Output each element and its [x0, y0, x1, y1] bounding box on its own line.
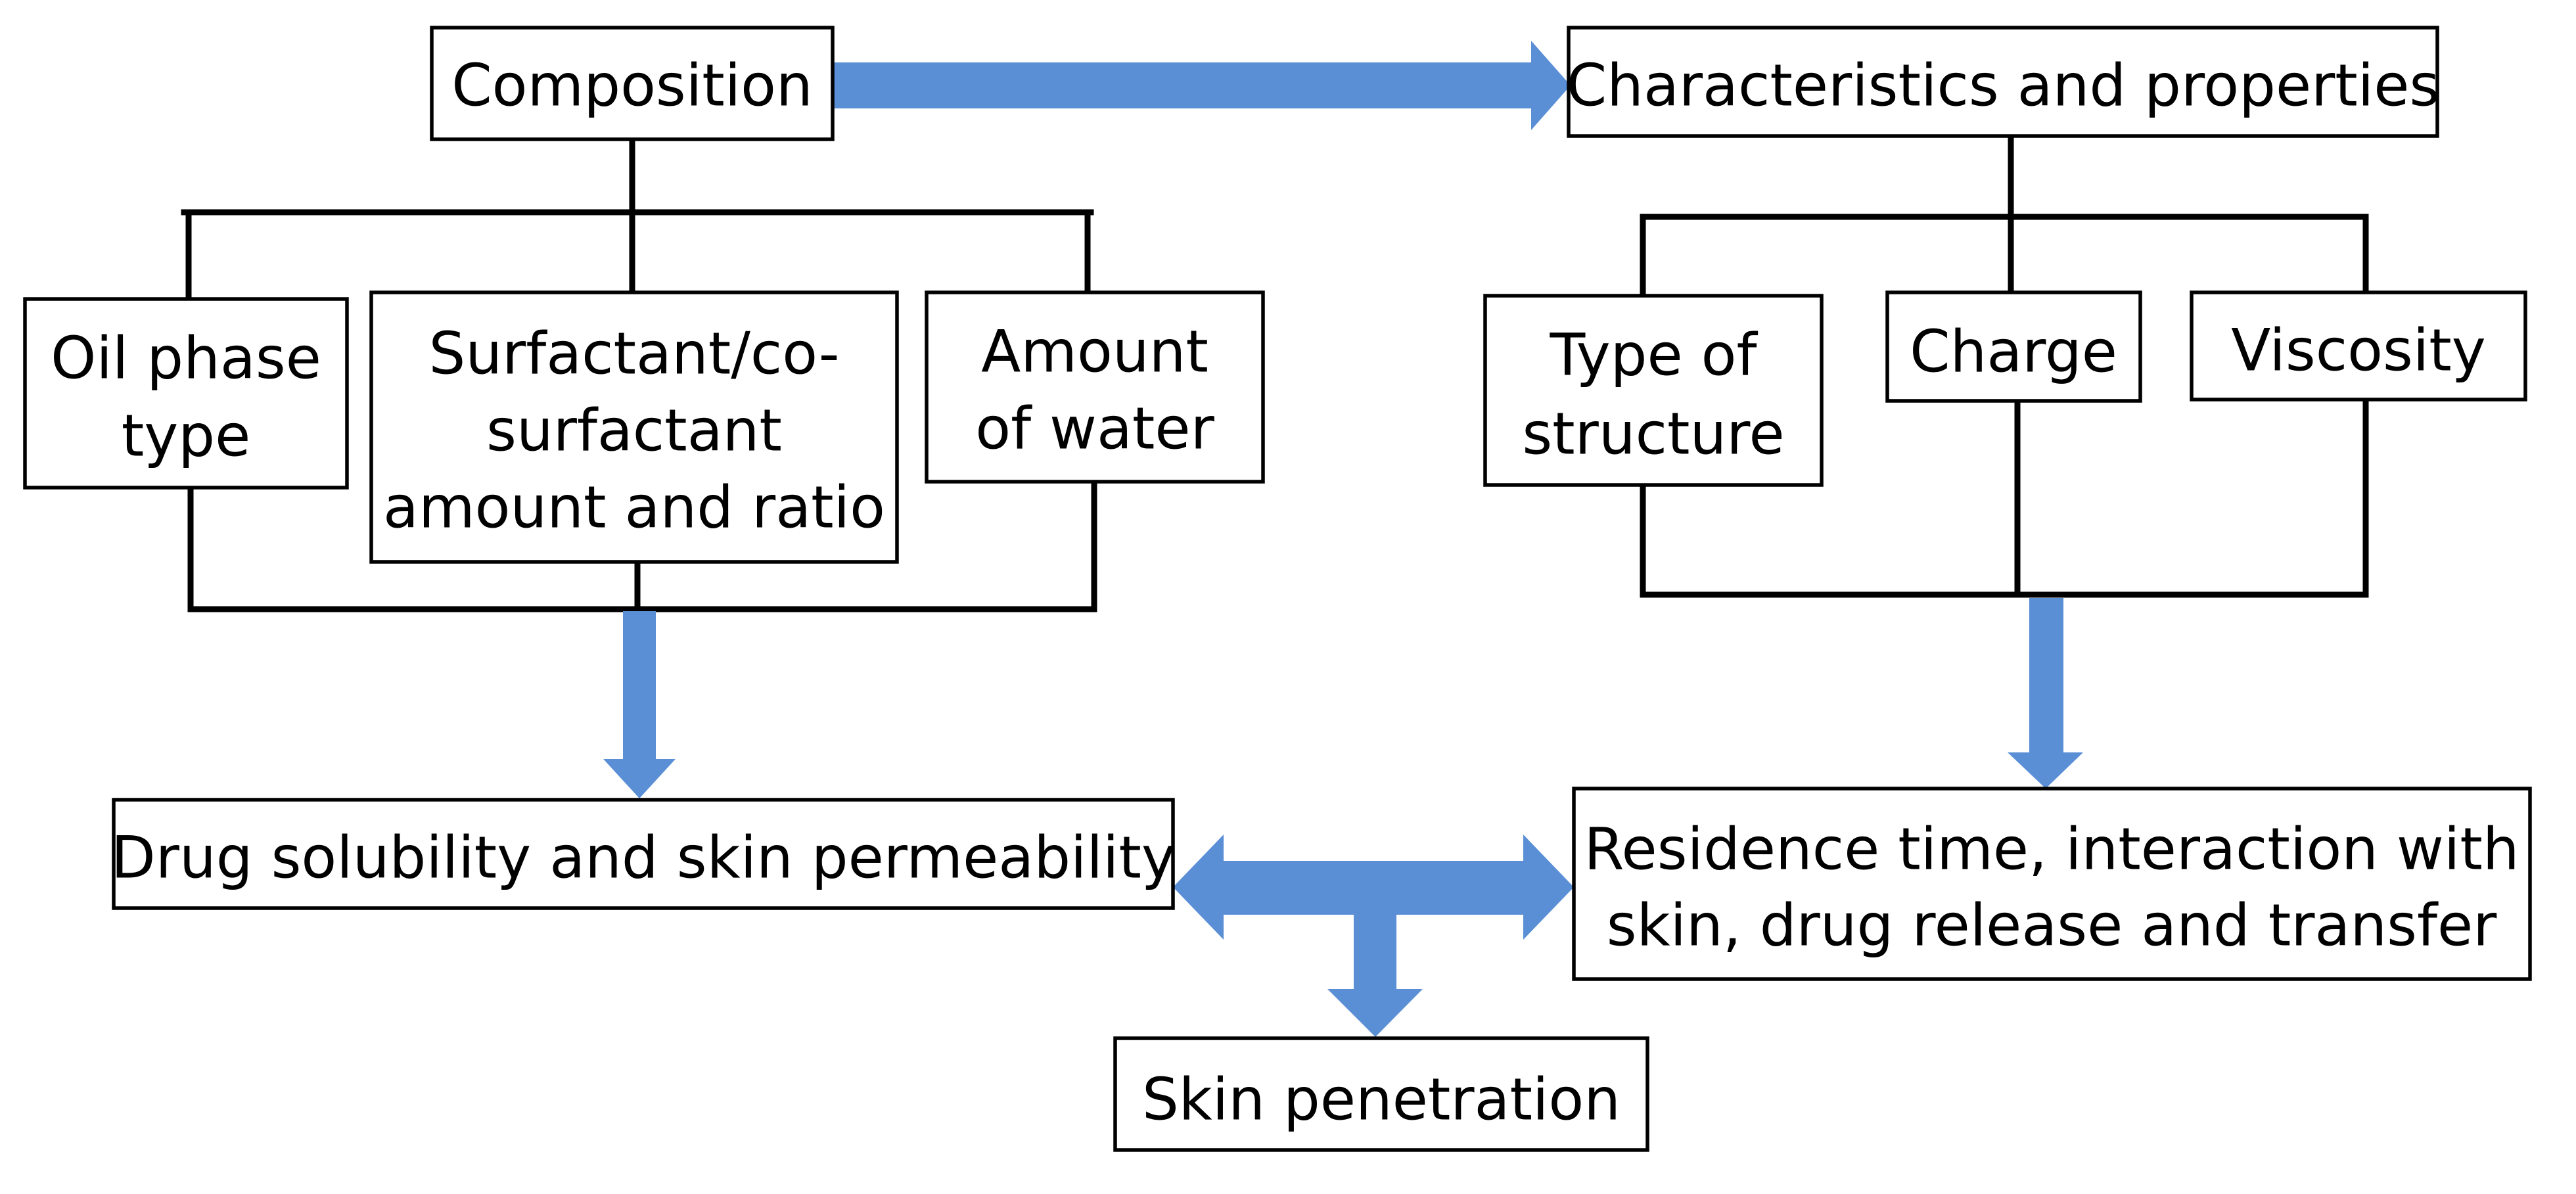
composition-connectors [181, 136, 1097, 612]
viscosity-label: Viscosity [2231, 317, 2486, 384]
characteristics-label: Characteristics and properties [1567, 52, 2440, 120]
surfactant-node: Surfactant/co- surfactant amount and rat… [369, 290, 899, 564]
characteristics-connectors [1640, 133, 2369, 598]
surfactant-label-line-2: surfactant [486, 397, 782, 465]
surfactant-box [369, 290, 899, 564]
arrow-right-icon [831, 41, 1571, 130]
structure-label-line-2: structure [1522, 400, 1784, 468]
solubility-node: Drug solubility and skin permeability [111, 798, 1176, 910]
oil-phase-label-line-2: type [122, 402, 251, 470]
structure-box [1483, 294, 1824, 487]
penetration-node: Skin penetration [1113, 1036, 1649, 1152]
water-box [925, 290, 1265, 484]
viscosity-box [2190, 290, 2527, 402]
surfactant-label-line-3: amount and ratio [383, 474, 885, 541]
surfactant-label-line-1: Surfactant/co- [428, 320, 839, 388]
solubility-box [112, 798, 1175, 910]
arrow-down-right-icon [2008, 598, 2083, 789]
charge-label: Charge [1910, 318, 2117, 386]
structure-node: Type of structure [1483, 294, 1824, 487]
composition-box [430, 26, 835, 141]
penetration-label: Skin penetration [1142, 1066, 1621, 1134]
oil-phase-label-line-1: Oil phase [51, 325, 321, 392]
characteristics-node: Characteristics and properties [1567, 26, 2440, 138]
oil-phase-node: Oil phase type [23, 297, 349, 490]
oil-phase-box [23, 297, 349, 490]
composition-node: Composition [430, 26, 835, 141]
double-arrow-horizontal-icon [1173, 835, 1574, 940]
residence-box [1572, 787, 2532, 981]
viscosity-node: Viscosity [2190, 290, 2527, 402]
water-node: Amount of water [925, 290, 1265, 484]
arrow-down-center-icon [1327, 913, 1423, 1037]
residence-label-line-1: Residence time, interaction with [1584, 815, 2519, 883]
residence-node: Residence time, interaction with skin, d… [1572, 787, 2532, 981]
arrow-down-left-icon [603, 611, 676, 798]
water-label-line-2: of water [975, 395, 1214, 463]
solubility-label: Drug solubility and skin permeability [111, 824, 1176, 892]
composition-label: Composition [451, 52, 813, 120]
penetration-box [1113, 1036, 1649, 1152]
water-label-line-1: Amount [981, 318, 1208, 386]
charge-box [1885, 290, 2142, 403]
characteristics-box [1567, 26, 2439, 138]
flow-arrows [603, 41, 2083, 1037]
residence-label-line-2: skin, drug release and transfer [1607, 892, 2497, 959]
structure-label-line-1: Type of [1550, 321, 1759, 389]
charge-node: Charge [1885, 290, 2142, 403]
